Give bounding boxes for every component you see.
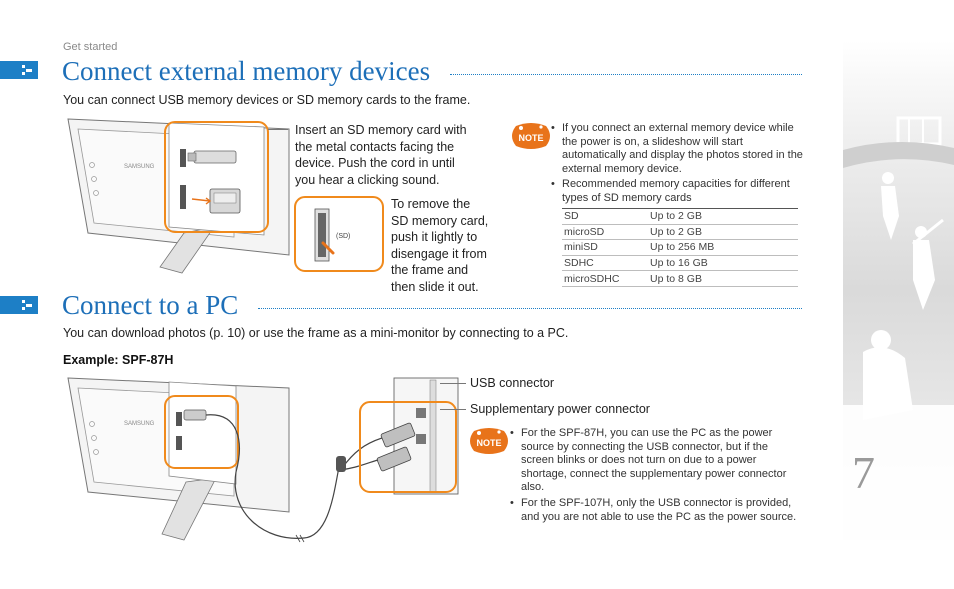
label-power-connector: Supplementary power connector	[470, 402, 650, 416]
note-item: If you connect an external memory device…	[551, 122, 803, 176]
note-item: For the SPF-107H, only the USB connector…	[510, 497, 804, 524]
note-label: NOTE	[518, 133, 543, 143]
callout-insert-sd: Insert an SD memory card with the metal …	[295, 123, 467, 187]
sd-slot-label: (SD)	[336, 233, 350, 240]
page-number: 7	[852, 447, 875, 498]
breadcrumb: Get started	[63, 41, 118, 53]
note-item: Recommended memory capacities for differ…	[551, 178, 803, 205]
section-title-pc: Connect to a PC	[62, 290, 239, 320]
frame-brand-label: SAMSUNG	[124, 164, 155, 170]
callout-leader-line	[268, 129, 288, 130]
label-usb-connector: USB connector	[470, 376, 555, 390]
sd-removal-illustration: (SD)	[294, 196, 384, 272]
note-icon: NOTE	[470, 428, 508, 454]
section-intro-memory: You can connect USB memory devices or SD…	[63, 93, 471, 107]
example-model-label: Example: SPF-87H	[63, 353, 174, 367]
title-divider	[258, 308, 802, 309]
note-icon: NOTE	[512, 123, 550, 149]
frame-pc-illustration: SAMSUNG	[67, 377, 459, 543]
section-marker-icon	[0, 296, 38, 314]
frame-brand-label: SAMSUNG	[124, 421, 155, 427]
note-list-memory: If you connect an external memory device…	[551, 122, 803, 208]
section-title-memory: Connect external memory devices	[62, 56, 431, 86]
callout-remove-sd: To remove the SD memory card, push it li…	[391, 197, 489, 294]
note-label: NOTE	[476, 438, 501, 448]
note-item: For the SPF-87H, you can use the PC as t…	[510, 427, 804, 495]
callout-leader-line	[440, 383, 466, 384]
note-list-pc: For the SPF-87H, you can use the PC as t…	[510, 427, 804, 526]
section-marker-icon	[0, 61, 38, 79]
title-divider	[450, 74, 802, 75]
section-intro-pc: You can download photos (p. 10) or use t…	[63, 326, 569, 340]
frame-memory-illustration: SAMSUNG	[67, 118, 290, 274]
callout-leader-line	[440, 409, 466, 410]
sidebar-baseball-image	[843, 40, 954, 540]
